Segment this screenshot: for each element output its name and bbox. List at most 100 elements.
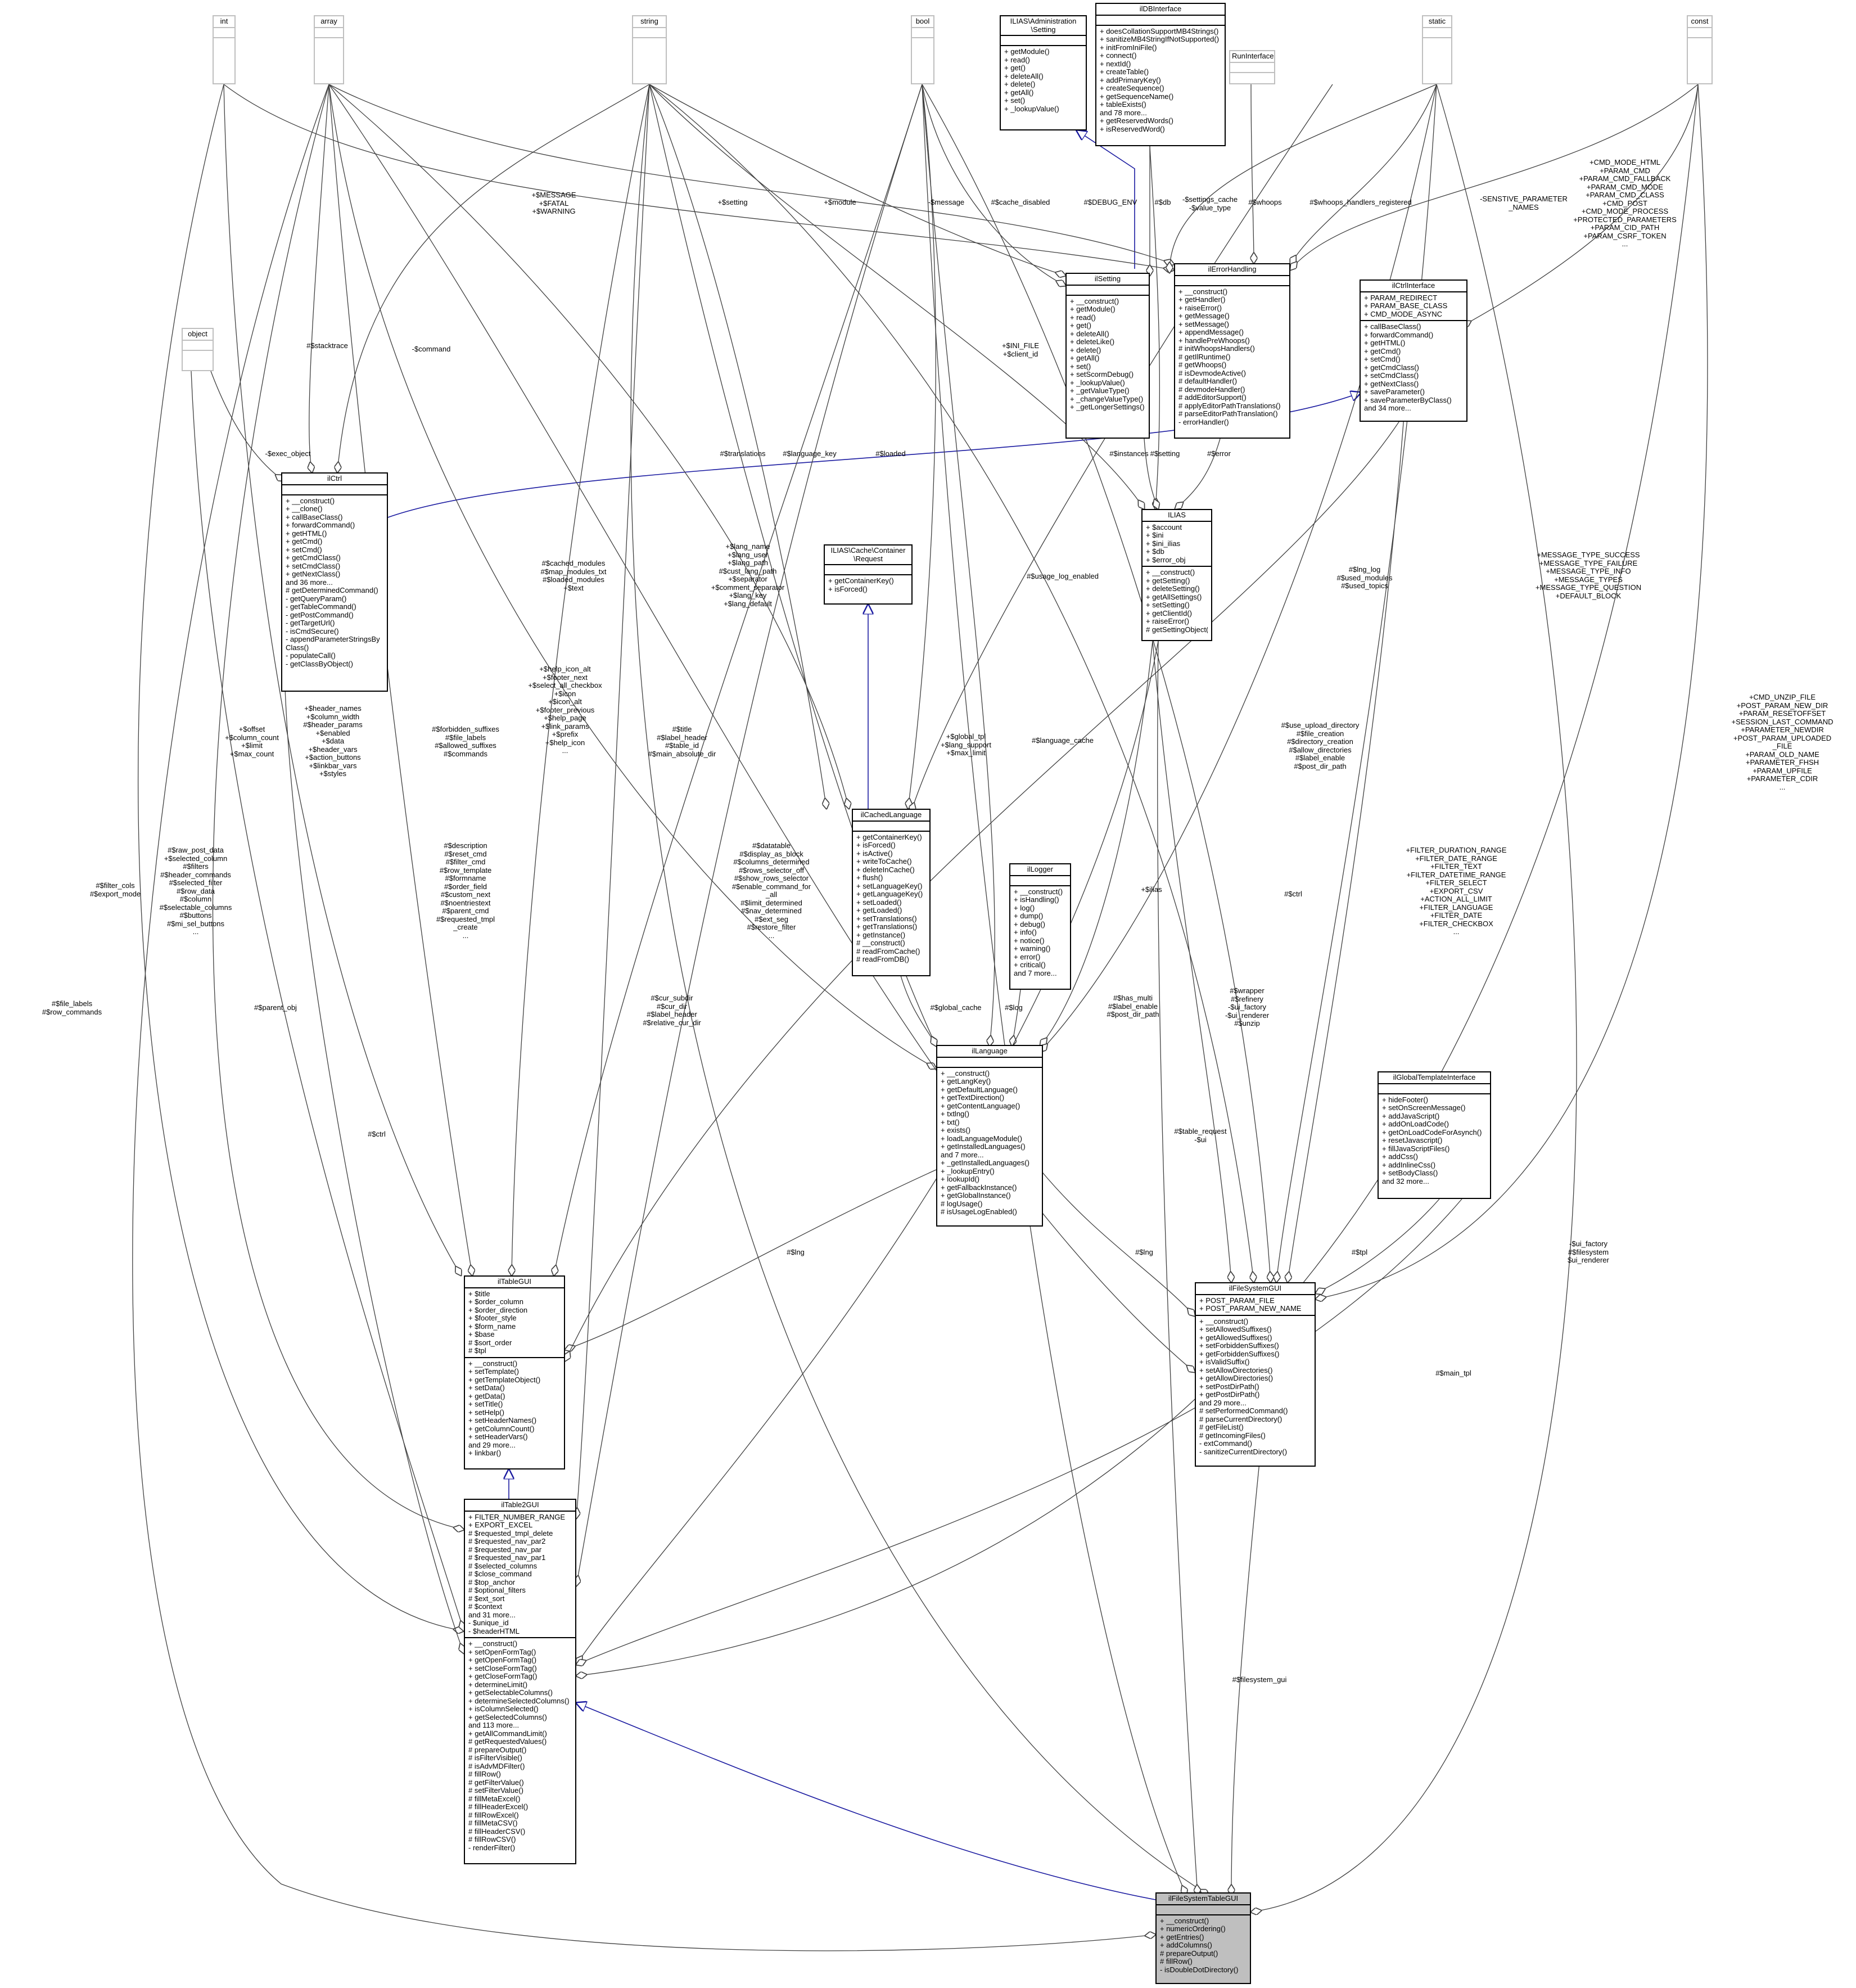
method: + nextId()	[1100, 60, 1131, 68]
edge-label: #$whoops_handlers_registered	[1309, 198, 1412, 206]
method: # fillRowCSV()	[468, 1836, 516, 1843]
node-static[interactable]: static	[1422, 15, 1452, 84]
attribute: + CMD_MODE_ASYNC	[1364, 310, 1443, 318]
node-methods: + callBaseClass() + forwardCommand() + g…	[1361, 321, 1466, 414]
node-attributes: + POST_PARAM_FILE + POST_PARAM_NEW_NAME	[1196, 1295, 1315, 1316]
method: + getTemplateObject()	[468, 1376, 541, 1384]
method: + deleteInCache()	[856, 865, 915, 874]
edge-const-to-ilerrorhandling	[1290, 84, 1699, 270]
method: + setData()	[468, 1384, 505, 1392]
edge-label: -$exec_object	[265, 449, 311, 458]
method: + __construct()	[286, 497, 335, 505]
node-illanguage[interactable]: ilLanguage + __construct() + getLangKey(…	[936, 1045, 1043, 1227]
node-ilerrorhandling[interactable]: ilErrorHandling + __construct() + getHan…	[1174, 263, 1290, 439]
node-title: ILIAS\Cache\Container \Request	[825, 546, 911, 565]
attribute: + $form_name	[468, 1322, 516, 1331]
node-admin-setting[interactable]: ILIAS\Administration \Setting + getModul…	[1000, 15, 1087, 130]
edge-const-to-ilfilesystemgui	[1316, 84, 1708, 1299]
edge-illanguage-to-ilfilesystemgui	[1040, 1169, 1195, 1316]
node-attributes	[937, 1058, 1042, 1068]
node-ilcachedlanguage[interactable]: ilCachedLanguage + getContainerKey() + i…	[852, 809, 931, 976]
node-attributes	[825, 565, 911, 575]
edge-ilfilesystemtablegui-to-iltable2gui	[576, 1703, 1156, 1900]
method: + getAllowedSuffixes()	[1199, 1333, 1272, 1342]
method: # readFromDB()	[856, 955, 909, 963]
method: # fillRowExcel()	[468, 1811, 519, 1819]
node-title: ilDBInterface	[1096, 4, 1225, 16]
node-ilias[interactable]: ILIAS + $account + $ini + $ini_ilias + $…	[1141, 509, 1212, 641]
node-cache-request[interactable]: ILIAS\Cache\Container \Request + getCont…	[824, 544, 913, 605]
method: + getAllCommandLimit()	[468, 1729, 547, 1738]
edge-label: #$cache_disabled	[991, 198, 1050, 206]
node-ildbinterface[interactable]: ilDBInterface + doesCollationSupportMB4S…	[1095, 3, 1226, 146]
node-ilsetting[interactable]: ilSetting + __construct() + getModule() …	[1065, 273, 1150, 439]
edge-array-to-ilfilesystemgui	[328, 84, 1195, 1372]
method: + getClientId()	[1146, 609, 1193, 617]
method: + getColumnCount()	[468, 1424, 535, 1433]
edge-ilsetting-to-ilias	[1144, 438, 1158, 509]
edge-label: +$module	[824, 198, 856, 206]
method: + setMessage()	[1178, 320, 1229, 328]
node-ilfilesystemgui[interactable]: ilFileSystemGUI + POST_PARAM_FILE + POST…	[1195, 1282, 1316, 1467]
node-title: RunInterface	[1230, 51, 1274, 63]
method: - getPostCommand()	[286, 611, 354, 619]
attribute: - $unique_id	[468, 1619, 509, 1627]
node-iltable2gui[interactable]: ilTable2GUI + FILTER_NUMBER_RANGE + EXPO…	[464, 1499, 576, 1864]
node-ilfilesystemtablegui[interactable]: ilFileSystemTableGUI + __construct() + n…	[1155, 1892, 1251, 1984]
method: # getFilterValue()	[468, 1778, 524, 1787]
method: # fillHeaderExcel()	[468, 1803, 529, 1811]
node-attributes: + $account + $ini + $ini_ilias + $db + $…	[1142, 522, 1211, 567]
method: and 113 more...	[468, 1721, 520, 1729]
node-methods: + getContainerKey() + isForced()	[825, 575, 911, 595]
node-title: bool	[912, 16, 933, 28]
node-object[interactable]: object	[182, 328, 214, 371]
node-iltablegui[interactable]: ilTableGUI + $title + $order_column + $o…	[464, 1275, 565, 1469]
node-bool[interactable]: bool	[911, 15, 934, 84]
method: + linkbar()	[468, 1449, 502, 1457]
node-ilctrlinterface[interactable]: ilCtrlInterface + PARAM_REDIRECT + PARAM…	[1360, 280, 1467, 422]
method: + appendMessage()	[1178, 328, 1244, 336]
method: + saveParameterByClass()	[1364, 396, 1452, 404]
node-runinterface[interactable]: RunInterface	[1229, 50, 1275, 84]
method: + set()	[1070, 362, 1091, 371]
edge-label: #$wrapper #$refinery -$ui_factory -$ui_r…	[1225, 986, 1270, 1027]
node-title: ilTableGUI	[465, 1277, 564, 1288]
node-illogger[interactable]: ilLogger + __construct() + isHandling() …	[1009, 863, 1071, 990]
edge-label: #$error	[1207, 449, 1231, 458]
method: + resetJavascript()	[1382, 1137, 1443, 1144]
attribute: + $error_obj	[1146, 556, 1186, 564]
method: + createSequence()	[1100, 84, 1164, 92]
edge-label: +$INI_FILE +$client_id	[1001, 341, 1040, 358]
edge-ilias-to-ilfilesystemtablegui	[1157, 641, 1198, 1895]
node-const[interactable]: const	[1687, 15, 1713, 84]
edge-bool-to-illanguage	[922, 84, 995, 1046]
method: + getHandler()	[1178, 296, 1226, 304]
method: # fillRow()	[1160, 1958, 1193, 1966]
node-int[interactable]: int	[213, 15, 236, 84]
edge-label: #$usage_log_enabled	[1027, 572, 1099, 580]
node-methods: + __construct() + setTemplate() + getTem…	[465, 1358, 564, 1459]
method: + hideFooter()	[1382, 1096, 1429, 1104]
method: + _changeValueType()	[1070, 395, 1144, 403]
attribute: + FILTER_NUMBER_RANGE	[468, 1513, 566, 1521]
node-string[interactable]: string	[632, 15, 667, 84]
attribute: # $requested_nav_par2	[468, 1538, 546, 1545]
method: + getAllSettings()	[1146, 593, 1202, 601]
method: + isActive()	[856, 849, 893, 858]
node-title: ilErrorHandling	[1175, 264, 1289, 276]
edge-label: #$ctrl	[1284, 890, 1302, 898]
edge-illanguage-to-iltablegui	[565, 1169, 937, 1350]
attribute: + POST_PARAM_FILE	[1199, 1296, 1275, 1305]
method: + sanitizeMB4StringIfNotSupported()	[1100, 35, 1220, 43]
node-ilctrl[interactable]: ilCtrl + __construct() + __clone() + cal…	[281, 472, 388, 692]
method: # readFromCache()	[856, 947, 920, 955]
method: + setSetting()	[1146, 601, 1190, 609]
method: + _getInstalledLanguages()	[941, 1159, 1029, 1167]
edge-label: +$lang_name +$lang_user +$lang_path #$cu…	[711, 542, 785, 608]
node-ilglobaltemplateinterface[interactable]: ilGlobalTemplateInterface + hideFooter()…	[1378, 1071, 1491, 1199]
node-array[interactable]: array	[314, 15, 344, 84]
method: + handlePreWhoops()	[1178, 336, 1250, 345]
node-methods: + __construct() + getHandler() + raiseEr…	[1175, 286, 1289, 429]
edge-label: +$global_tpl +$lang_support +$max_limit	[941, 732, 991, 757]
edge-runinterface-to-ilerrorhandling	[1251, 84, 1254, 263]
